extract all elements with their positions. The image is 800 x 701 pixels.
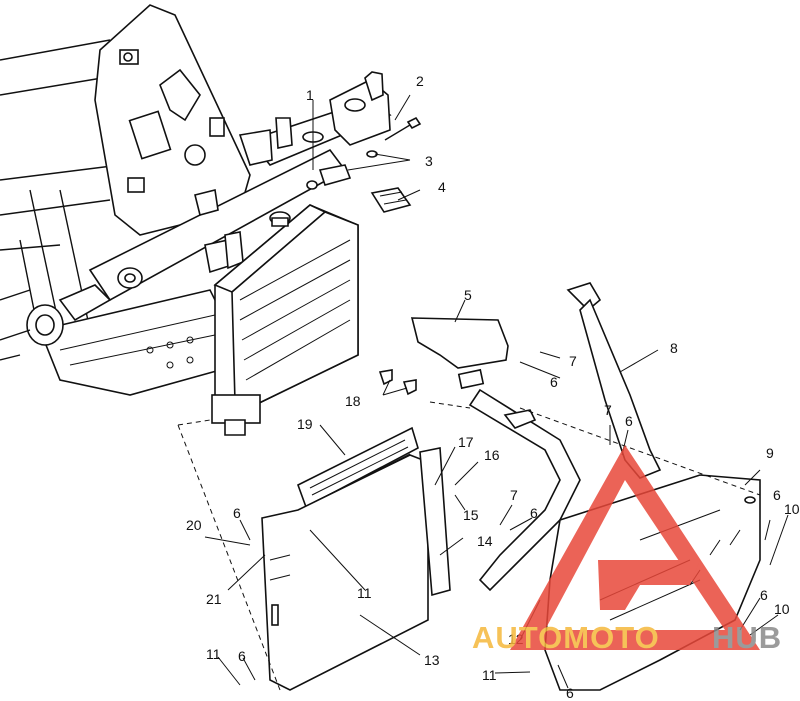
callout-15: 15	[463, 507, 479, 523]
callout-11a: 11	[357, 585, 372, 601]
fasteners-top	[306, 116, 422, 213]
callout-6g: 6	[566, 685, 574, 701]
callout-19: 19	[297, 416, 313, 432]
callout-10b: 10	[774, 601, 790, 617]
callout-14: 14	[477, 533, 493, 549]
callout-7a: 7	[569, 353, 577, 369]
leader-lines	[177, 94, 789, 691]
chassis-frame	[0, 4, 392, 396]
callout-1: 1	[306, 87, 314, 103]
callout-6h: 6	[238, 648, 246, 664]
callout-6e: 6	[233, 505, 241, 521]
callout-6f: 6	[760, 587, 768, 603]
callout-10a: 10	[784, 501, 800, 517]
callout-9: 9	[766, 445, 774, 461]
callout-3: 3	[425, 153, 433, 169]
watermark-text-left: AUTOMOTO	[472, 620, 660, 655]
watermark-inner-a-icon	[598, 560, 700, 610]
watermark-triangle-icon	[510, 445, 760, 650]
callout-2: 2	[416, 73, 424, 89]
callout-13: 13	[424, 652, 440, 668]
front-shroud	[261, 447, 451, 691]
callout-16: 16	[484, 447, 500, 463]
callout-18: 18	[345, 393, 361, 409]
watermark-logo: AUTOMOTO HUB	[472, 445, 782, 655]
callout-6c: 6	[530, 505, 538, 521]
callout-5: 5	[464, 287, 472, 303]
radiator	[211, 204, 359, 436]
callout-6b: 6	[625, 413, 633, 429]
mount-plate	[378, 317, 509, 396]
callout-7b: 7	[604, 402, 612, 418]
callout-6d: 6	[773, 487, 781, 503]
callout-21: 21	[206, 591, 222, 607]
callout-20: 20	[186, 517, 202, 533]
callout-7c: 7	[510, 487, 518, 503]
callout-8: 8	[670, 340, 678, 356]
callout-4: 4	[438, 179, 446, 195]
callout-17: 17	[458, 434, 474, 450]
callout-11c: 11	[206, 646, 221, 662]
watermark-text-right: HUB	[712, 620, 782, 655]
callout-11b: 11	[482, 667, 497, 683]
callout-6a: 6	[550, 374, 558, 390]
bumper-bar	[468, 282, 662, 592]
